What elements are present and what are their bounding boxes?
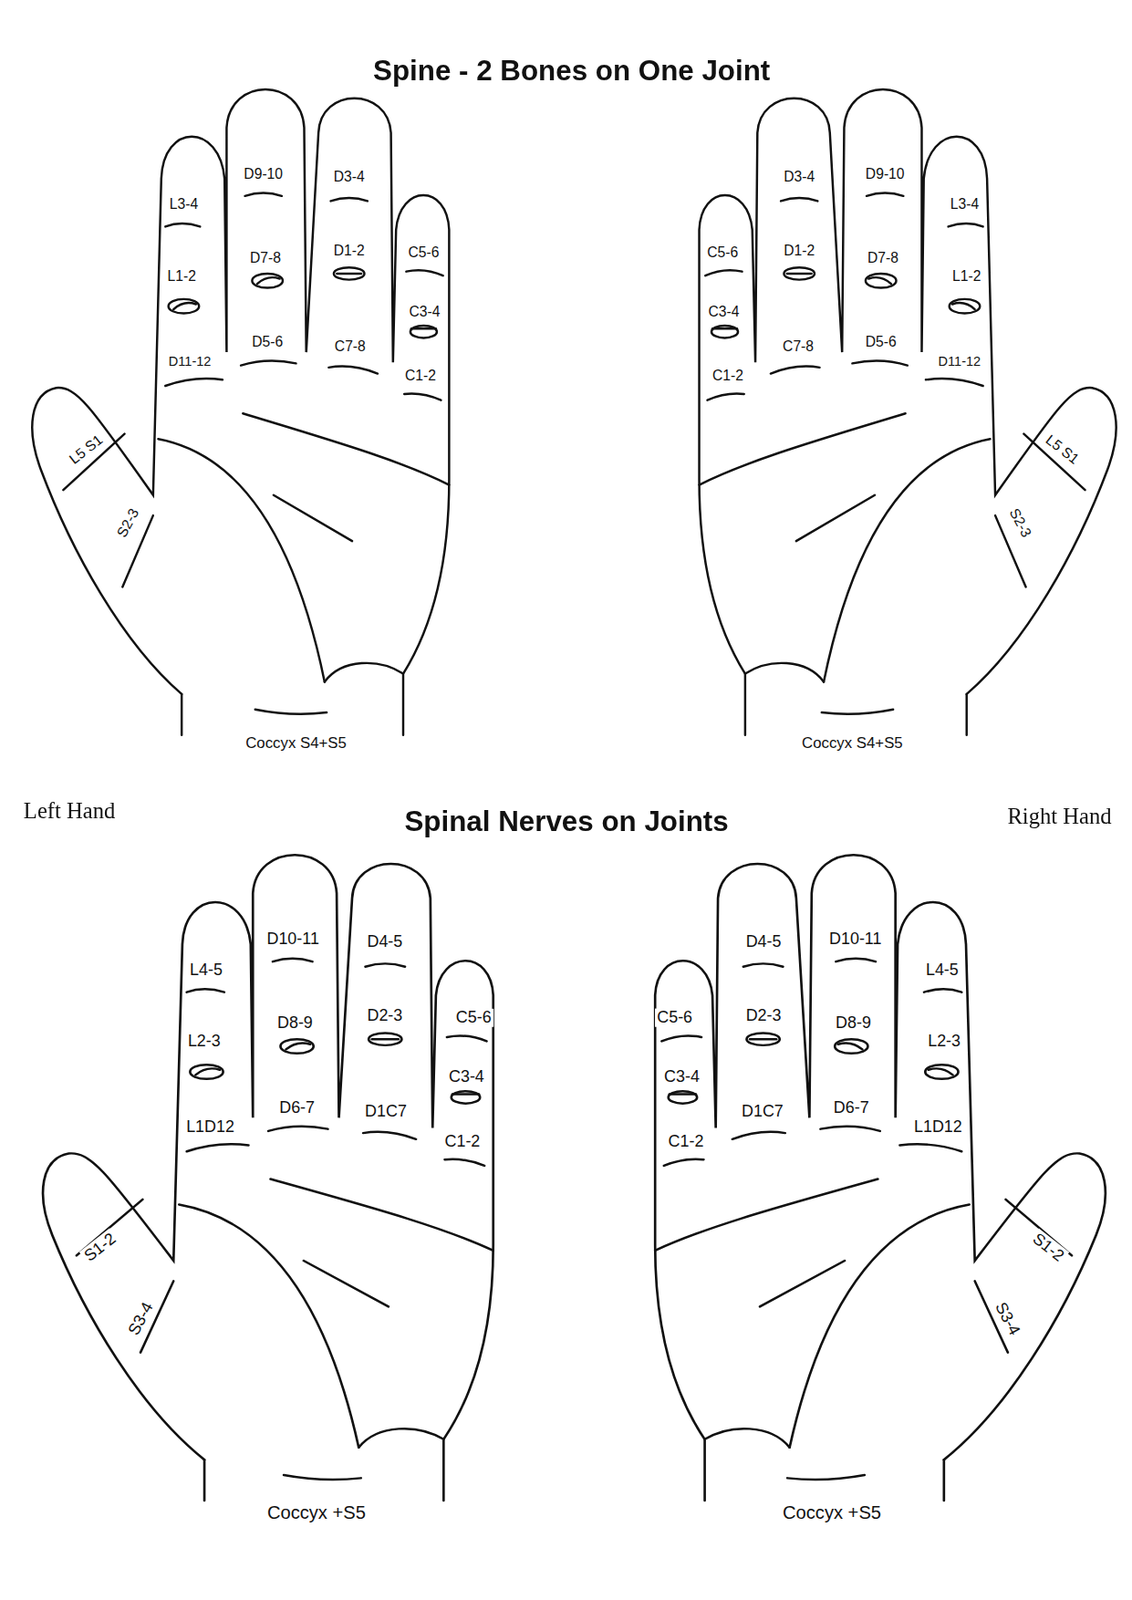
joint-label: C3-4 (406, 302, 442, 320)
joint-label: C1-2 (665, 1132, 706, 1151)
joint-label: C7-8 (332, 337, 368, 354)
joint-label: L2-3 (186, 1031, 223, 1050)
joint-label: D5-6 (249, 333, 285, 351)
right-hand-outline (654, 854, 1106, 1501)
joint-label: C5-6 (454, 1008, 494, 1028)
joint-label: Coccyx +S5 (265, 1502, 369, 1523)
joint-label: D11-12 (166, 353, 214, 370)
joint-label: C3-4 (662, 1068, 702, 1087)
joint-label: C5-6 (654, 1008, 695, 1028)
joint-label: L3-4 (948, 196, 982, 213)
joint-label: D8-9 (833, 1013, 873, 1032)
joint-label: D4-5 (743, 933, 783, 952)
joint-label: D9-10 (863, 165, 907, 182)
left-hand-outline (42, 854, 494, 1501)
joint-label: Coccyx S4+S5 (243, 733, 349, 751)
joint-label: D1-2 (331, 241, 366, 259)
section-heading: Right Hand (1005, 804, 1114, 830)
joint-label: C1-2 (710, 367, 746, 385)
joint-label: D10-11 (264, 929, 322, 948)
joint-label: D9-10 (241, 165, 285, 182)
joint-label: D5-6 (862, 333, 898, 351)
joint-label: D1-2 (781, 241, 817, 259)
joint-label: D1C7 (363, 1102, 409, 1122)
joint-label: Coccyx S4+S5 (799, 733, 905, 751)
joint-label: L4-5 (924, 960, 961, 979)
joint-label: C3-4 (446, 1068, 487, 1087)
joint-label: S2-3 (112, 503, 143, 542)
joint-label: D7-8 (865, 249, 901, 266)
joint-label: D6-7 (831, 1098, 872, 1117)
right-hand-outline (699, 89, 1117, 736)
section-heading: Left Hand (21, 799, 118, 824)
joint-label: D3-4 (781, 168, 817, 186)
joint-label: L1D12 (912, 1117, 965, 1136)
joint-label: D2-3 (743, 1006, 783, 1025)
joint-label: D2-3 (364, 1006, 405, 1025)
joint-label: L5 S1 (64, 429, 108, 468)
section-heading: Spinal Nerves on Joints (402, 806, 731, 838)
joint-label: L1-2 (165, 267, 198, 284)
joint-label: C1-2 (403, 367, 438, 385)
joint-label: D6-7 (277, 1098, 317, 1117)
joint-label: D1C7 (739, 1102, 786, 1122)
joint-label: D10-11 (827, 929, 884, 948)
joint-label: S3-4 (124, 1297, 159, 1340)
joint-label: D3-4 (331, 168, 366, 186)
joint-label: D8-9 (275, 1013, 315, 1032)
joint-label: C1-2 (442, 1132, 482, 1151)
joint-label: D4-5 (364, 933, 405, 952)
joint-label: L5 S1 (1041, 429, 1085, 468)
joint-label: C7-8 (780, 337, 816, 354)
joint-label: L2-3 (925, 1031, 963, 1050)
joint-label: L1-2 (950, 267, 984, 284)
joint-label: C5-6 (405, 243, 441, 260)
joint-label: S1-2 (79, 1227, 122, 1267)
joint-label: S1-2 (1027, 1227, 1070, 1267)
joint-label: C3-4 (706, 302, 741, 320)
joint-label: S3-4 (990, 1297, 1026, 1340)
joint-label: L1D12 (184, 1117, 237, 1136)
diagram-title: Spine - 2 Bones on One Joint (371, 56, 773, 88)
joint-label: C5-6 (705, 243, 740, 260)
joint-label: D7-8 (248, 249, 283, 266)
joint-label: L3-4 (167, 196, 201, 213)
left-hand-outline (31, 89, 449, 736)
joint-label: D11-12 (935, 353, 983, 370)
joint-label: S2-3 (1005, 503, 1036, 542)
joint-label: L4-5 (187, 960, 225, 979)
joint-label: Coccyx +S5 (780, 1502, 884, 1523)
